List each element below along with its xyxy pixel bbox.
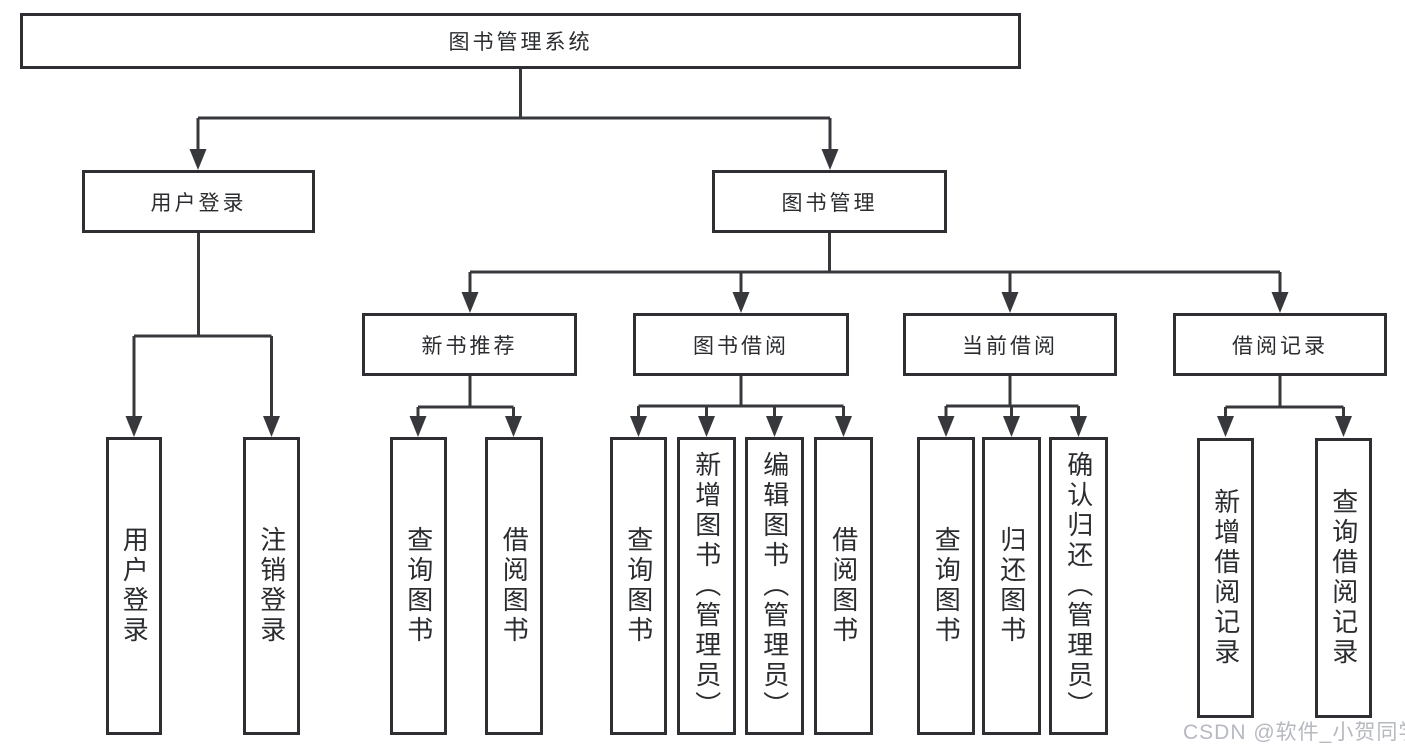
leaf-logout: 注销登录 — [243, 437, 300, 735]
leaf-label: 借阅图书 — [499, 526, 530, 646]
arrow-down-icon — [1217, 416, 1234, 437]
leaf-query-borrow-record: 查询借阅记录 — [1315, 438, 1372, 718]
arrow-down-icon — [937, 416, 955, 437]
leaf-add-borrow-record: 新增借阅记录 — [1197, 438, 1254, 718]
arrow-down-icon — [766, 416, 783, 437]
node-book-management: 图书管理 — [712, 170, 947, 233]
node-new-book-recommend: 新书推荐 — [362, 313, 577, 376]
arrow-down-icon — [1070, 416, 1087, 437]
leaf-query-books: 查询图书 — [390, 437, 447, 735]
leaf-label: 查询图书 — [623, 526, 654, 646]
leaf-label: 注销登录 — [256, 526, 287, 646]
arrow-down-icon — [821, 149, 839, 170]
leaf-label: 查询图书 — [403, 526, 434, 646]
arrow-down-icon — [263, 416, 280, 437]
arrow-down-icon — [505, 416, 522, 437]
leaf-label: 归还图书 — [996, 526, 1027, 646]
leaf-edit-books-admin: 编辑图书（管理员） — [745, 437, 804, 735]
csdn-watermark: CSDN @软件_小贺同学 — [1183, 721, 1405, 744]
arrow-down-icon — [189, 149, 207, 170]
arrow-down-icon — [835, 416, 852, 437]
arrow-down-icon — [1001, 292, 1019, 313]
node-book-borrow: 图书借阅 — [633, 313, 849, 376]
leaf-query-books: 查询图书 — [610, 437, 667, 735]
leaf-label: 编辑图书（管理员） — [759, 451, 790, 721]
arrow-down-icon — [1335, 416, 1352, 437]
leaf-label: 借阅图书 — [828, 526, 859, 646]
connector-lines — [132, 69, 1345, 419]
leaf-borrow-books: 借阅图书 — [485, 437, 543, 735]
leaf-user-login: 用户登录 — [106, 437, 162, 735]
arrow-down-icon — [125, 416, 143, 437]
connector-arrowheads — [125, 149, 1352, 437]
arrow-down-icon — [461, 292, 479, 313]
arrow-down-icon — [1003, 416, 1020, 437]
leaf-add-books-admin: 新增图书（管理员） — [677, 437, 736, 735]
leaf-query-books: 查询图书 — [917, 437, 975, 735]
leaf-label: 新增借阅记录 — [1210, 488, 1241, 668]
node-user-login: 用户登录 — [82, 170, 315, 233]
leaf-label: 用户登录 — [119, 526, 150, 646]
node-borrow-record: 借阅记录 — [1173, 313, 1387, 376]
leaf-label: 查询图书 — [931, 526, 962, 646]
leaf-label: 确认归还（管理员） — [1063, 451, 1094, 721]
arrow-down-icon — [1271, 292, 1289, 313]
arrow-down-icon — [409, 416, 427, 437]
leaf-borrow-books: 借阅图书 — [814, 437, 873, 735]
leaf-label: 新增图书（管理员） — [691, 451, 722, 721]
node-current-borrow: 当前借阅 — [903, 313, 1117, 376]
leaf-label: 查询借阅记录 — [1328, 488, 1359, 668]
arrow-down-icon — [630, 416, 647, 437]
leaf-confirm-return-admin: 确认归还（管理员） — [1049, 437, 1108, 735]
leaf-return-books: 归还图书 — [982, 437, 1041, 735]
arrow-down-icon — [698, 416, 715, 437]
node-root-system: 图书管理系统 — [20, 13, 1021, 69]
arrow-down-icon — [732, 292, 750, 313]
